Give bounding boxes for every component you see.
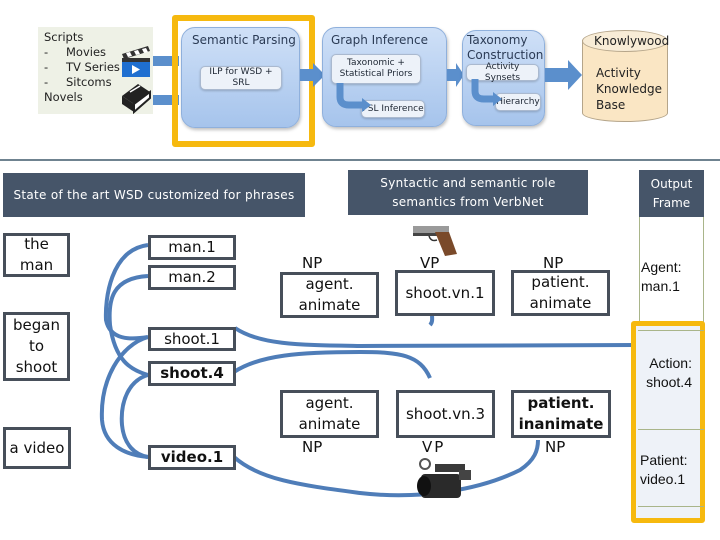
frame-row-patient: Patient: video.1 [640, 452, 688, 487]
phrase-box: began to shoot [3, 312, 70, 381]
arrow-to-taxonomy [447, 69, 457, 81]
edge-shoot1-video1 [99, 335, 149, 459]
sense-box-selected: video.1 [148, 445, 236, 470]
arrow-head-icon [568, 60, 582, 90]
wsd-banner: State of the art WSD customized for phra… [3, 173, 305, 217]
edge-shoot4-vn3 [232, 349, 432, 379]
sense-box: man.1 [148, 235, 236, 260]
arrow-head-icon [313, 63, 325, 87]
edge-shoot4-video1 [119, 373, 149, 459]
edge-video1-patient [232, 439, 540, 498]
phrase-box: a video [3, 427, 71, 469]
sense-box: shoot.1 [148, 327, 236, 351]
curved-arrow-icon [471, 79, 502, 106]
source-item: -TV Series [44, 60, 120, 74]
frame-divider [638, 506, 704, 507]
graph-inference-stage: Graph Inference Taxonomic + Statistical … [322, 27, 447, 127]
sense-box-selected: shoot.4 [148, 361, 236, 386]
semantic-parsing-highlight [172, 15, 315, 147]
source-item: -Movies [44, 45, 107, 59]
role-box: agent. animate [280, 390, 379, 438]
stage-title: Taxonomy Construction [467, 33, 544, 62]
section-divider [0, 159, 720, 161]
book-icon [122, 84, 151, 114]
stage-title: Semantic Parsing [192, 33, 296, 47]
movie-clapper-icon [122, 46, 150, 77]
kb-title: Knowlywood [594, 34, 670, 48]
priors-box: Taxonomic + Statistical Priors [331, 54, 421, 84]
np-tag: NP [543, 254, 564, 272]
sources-heading: Scripts [44, 30, 84, 44]
video-camera-icon [417, 458, 471, 498]
np-tag: NP [302, 254, 323, 272]
source-item: -Sitcoms [44, 75, 112, 89]
verb-box: shoot.vn.3 [396, 390, 495, 438]
edge-man1-shoot1 [103, 243, 149, 341]
output-frame-header: Output Frame [639, 170, 704, 217]
arrow-novels [153, 95, 179, 105]
arrow-to-graph [300, 69, 314, 81]
psl-inference-box: PSL Inference [361, 100, 425, 118]
verb-box: shoot.vn.1 [395, 270, 495, 316]
role-box: agent. animate [280, 272, 379, 318]
role-box: patient. inanimate [511, 390, 611, 438]
curved-arrow-icon [336, 83, 371, 112]
ilp-box: ILP for WSD + SRL [200, 66, 282, 90]
sources-footer: Novels [44, 90, 83, 104]
edge-man2-shoot4 [107, 274, 149, 377]
taxonomy-stage: Taxonomy Construction Activity Synsets H… [462, 30, 545, 126]
np-tag: NP [302, 438, 323, 456]
frame-row-agent: Agent: man.1 [641, 259, 682, 294]
knowledge-base-top [582, 30, 668, 52]
frame-highlight [631, 321, 705, 523]
kb-body-text: Activity Knowledge Base [596, 66, 662, 112]
semantic-parsing-stage: Semantic Parsing ILP for WSD + SRL [181, 27, 300, 128]
vp-tag: VP [420, 254, 440, 272]
activity-synsets-box: Activity Synsets [466, 62, 539, 83]
arrow-head-icon [456, 63, 464, 87]
pistol-icon [413, 226, 457, 256]
phrase-box: the man [3, 233, 70, 277]
role-box: patient. animate [511, 270, 610, 316]
frame-row-action: Action: shoot.4 [646, 355, 692, 390]
arrow-to-kb [545, 68, 569, 82]
np-tag: NP [545, 438, 566, 456]
vp-tag: VP [422, 438, 446, 456]
frame-divider [638, 429, 704, 430]
verbnet-banner: Syntactic and semantic role semantics fr… [348, 170, 588, 215]
edge-shoot1-frame1 [233, 326, 641, 349]
stage-title: Graph Inference [331, 33, 429, 47]
knowledge-base [582, 40, 668, 122]
arrow-movies [153, 56, 179, 66]
sense-box: man.2 [148, 265, 236, 290]
frame-divider [638, 330, 704, 331]
